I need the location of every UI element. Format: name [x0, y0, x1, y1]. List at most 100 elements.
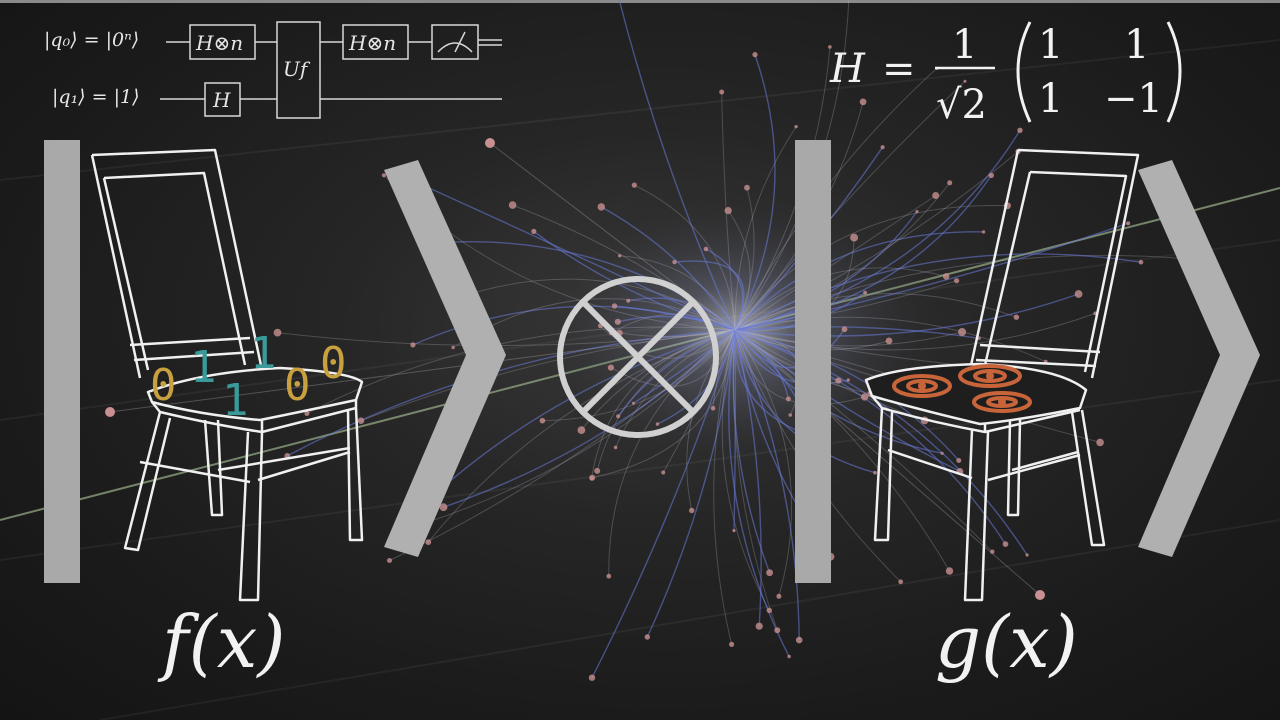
particle-track [734, 329, 1007, 545]
particle-dot [451, 345, 455, 350]
matrix-a11: 1 [1038, 22, 1063, 68]
chair-icon [90, 148, 364, 602]
particle-dot [1013, 314, 1020, 320]
particle-dot [915, 210, 919, 214]
particle-track [734, 54, 776, 331]
particle-dot [861, 393, 869, 401]
particle-track [306, 326, 736, 414]
particle-dot [942, 273, 950, 280]
particle-dot [981, 230, 986, 234]
particle-track [734, 126, 797, 331]
particle-dot [672, 259, 677, 265]
matrix-numerator: 1 [952, 22, 977, 68]
particle-dot [755, 622, 763, 630]
particle-track [734, 254, 1192, 331]
h-n-gate-2 [342, 24, 409, 60]
binary-digit: 0 [150, 360, 177, 411]
particle-dot [947, 180, 953, 186]
particle-dot [776, 593, 782, 599]
particle-dot [774, 627, 781, 634]
particle-dot [387, 558, 392, 563]
circuit-gate-labels: H⊗n H Uf H⊗n [195, 31, 396, 112]
particle-dot [873, 470, 877, 475]
particle-track [732, 329, 771, 573]
particle-dot [880, 145, 885, 150]
particle-dot [508, 201, 517, 209]
h-n-gate-2-label: H⊗n [348, 31, 396, 55]
particle-track [443, 329, 736, 508]
particle-dot [732, 529, 736, 533]
particle-dot [752, 52, 758, 58]
particle-dot [785, 396, 791, 402]
uf-gate-label: Uf [283, 57, 311, 81]
matrix-equals: = [882, 46, 916, 92]
particle-track [734, 211, 918, 331]
particle-dot [626, 298, 631, 303]
particle-dot [381, 173, 386, 178]
matrix-right-paren [1166, 21, 1182, 123]
particle-dot [539, 417, 546, 424]
particle-dot [1138, 259, 1144, 265]
left-ket-chevron [384, 160, 506, 557]
particle-dot [1035, 590, 1045, 600]
particle-dot [787, 654, 791, 659]
particle-dot [273, 328, 282, 337]
particle-dot [766, 607, 772, 614]
particle-dot [606, 573, 612, 579]
particle-track [728, 329, 790, 657]
particle-dot [710, 405, 716, 411]
particle-dot [1074, 290, 1083, 298]
h-n-gate-label: H⊗n [195, 31, 243, 55]
particle-track [734, 293, 1079, 337]
particle-track [734, 182, 951, 331]
particle-track [734, 205, 1008, 331]
particle-dot [958, 328, 967, 336]
particle-track [734, 329, 960, 461]
q0-label: |q₀⟩ = |0ⁿ⟩ [44, 29, 140, 51]
particle-track [619, 329, 736, 338]
particle-dot [589, 474, 596, 481]
particle-track [619, 255, 736, 331]
particle-dots [105, 45, 1195, 681]
particle-track [617, 329, 736, 417]
h-gate-label: H [212, 88, 231, 112]
particle-dot [988, 172, 994, 179]
particle-track [734, 187, 755, 331]
particle-dot [945, 567, 954, 575]
particle-dot [1002, 541, 1009, 547]
particle-track [734, 329, 1041, 596]
particle-dot [631, 182, 637, 188]
particle-track [628, 297, 736, 331]
particle-track [734, 329, 793, 597]
particle-dot [1017, 127, 1023, 133]
binary-digit: 1 [190, 342, 217, 393]
particle-dot [1096, 438, 1104, 447]
particle-dot [954, 278, 960, 284]
particle-track [618, 0, 736, 331]
particle-dot [766, 569, 773, 577]
particle-track [734, 325, 980, 339]
particle-dot [594, 467, 601, 474]
particle-dot [794, 125, 798, 129]
particle-dot [729, 641, 735, 648]
particle-dot [703, 246, 709, 252]
particle-dot [963, 79, 967, 83]
binary-digit: 0 [284, 360, 311, 411]
matrix-lhs: H [829, 46, 866, 92]
particle-track [734, 328, 846, 369]
particle-dot [613, 445, 618, 450]
particle-track [734, 253, 1142, 331]
particle-dot [631, 401, 635, 405]
particle-dot [846, 378, 850, 382]
particle-dot [614, 318, 621, 325]
right-function-label: g(x) [935, 600, 1078, 684]
particle-track [734, 329, 865, 405]
particle-dot [744, 184, 750, 191]
particle-track [634, 184, 736, 331]
binary-digits: 0 1 1 1 0 0 [150, 328, 347, 426]
particle-track [734, 329, 1028, 556]
matrix-a21: 1 [1038, 76, 1063, 122]
particle-track [646, 329, 736, 638]
